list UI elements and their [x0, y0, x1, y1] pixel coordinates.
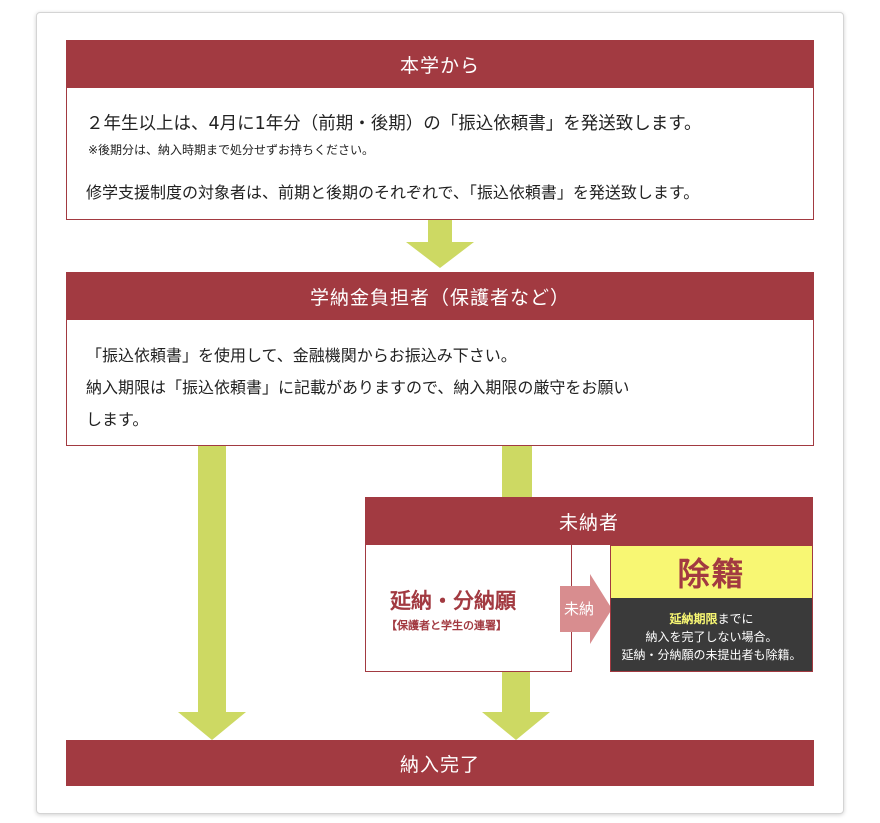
deferral-sub: 【保護者と学生の連署】 [386, 619, 507, 632]
unpaid-arrow-label: 未納 [564, 600, 595, 618]
unpaid-header-title: 未納者 [558, 511, 619, 534]
down-arrow-left [178, 446, 246, 740]
unpaid-arrow [560, 574, 612, 644]
expulsion-title-bar: 除籍 [611, 546, 812, 598]
university-note: ※後期分は、納入時期まで処分せずお持ちください。 [88, 143, 375, 157]
university-line2: 修学支援制度の対象者は、前期と後期のそれぞれで、「振込依頼書」を発送致します。 [86, 183, 700, 202]
complete-header-title: 納入完了 [399, 753, 480, 776]
complete-header: 納入完了 [66, 740, 814, 786]
expulsion-highlight: 延納期限 [669, 612, 718, 626]
down-arrow-1 [406, 220, 474, 268]
expulsion-title: 除籍 [677, 555, 746, 593]
payer-line2: 納入期限は「振込依頼書」に記載がありますので、納入期限の厳守をお願い [86, 378, 630, 397]
deferral-title: 延納・分納願 [390, 589, 516, 613]
down-arrow-middle-bottom [482, 672, 550, 740]
unpaid-header: 未納者 [365, 497, 813, 545]
deferral-box [365, 545, 572, 672]
expulsion-line1-rest: までに [717, 612, 754, 626]
university-header: 本学から [66, 40, 814, 88]
expulsion-line1: 延納期限までに [611, 610, 812, 627]
university-line1: ２年生以上は、4月に1年分（前期・後期）の「振込依頼書」を発送致します。 [86, 114, 702, 134]
down-arrow-middle-top [502, 446, 532, 498]
expulsion-line2: 納入を完了しない場合。 [645, 630, 778, 644]
payer-line1: 「振込依頼書」を使用して、金融機関からお振込み下さい。 [86, 346, 517, 365]
university-header-title: 本学から [399, 54, 480, 77]
payer-header-title: 学納金負担者（保護者など） [309, 286, 570, 309]
payer-box [66, 320, 814, 446]
payer-line3: します。 [86, 410, 149, 429]
university-box [66, 88, 814, 220]
payer-header: 学納金負担者（保護者など） [66, 272, 814, 320]
expulsion-line3: 延納・分納願の未提出者も除籍。 [621, 648, 802, 662]
